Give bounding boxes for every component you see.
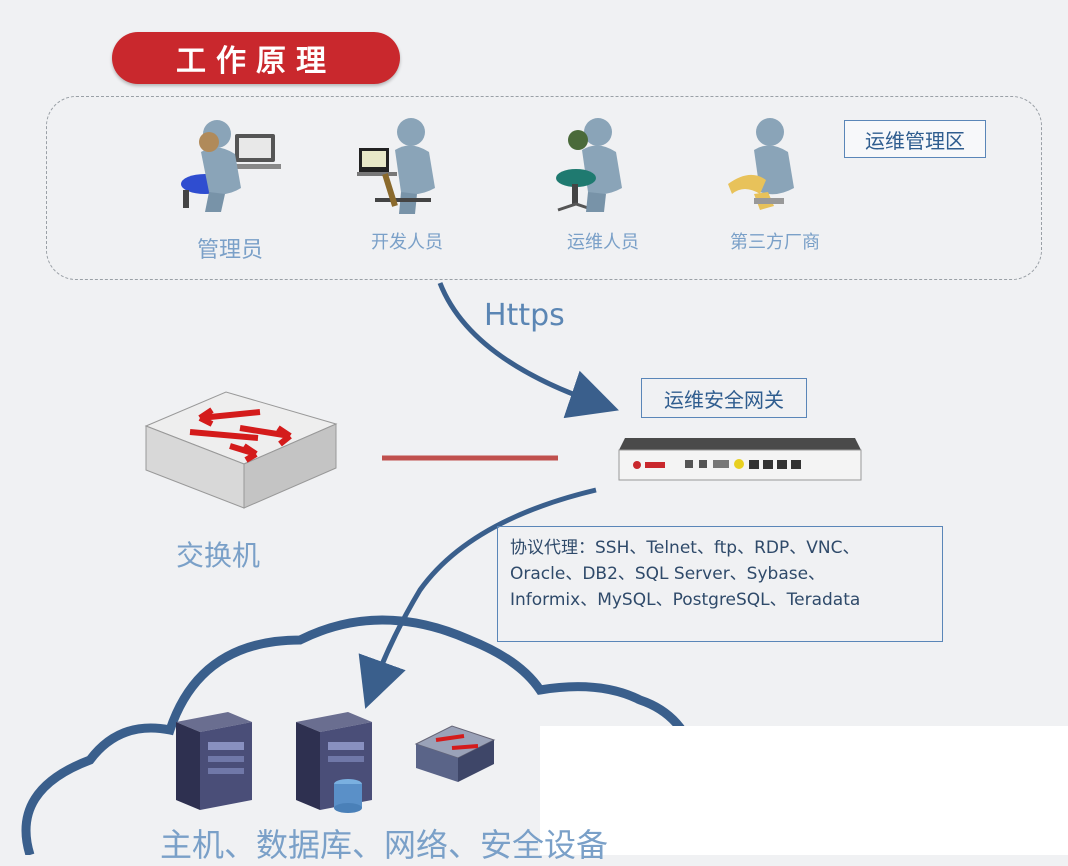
https-label: Https	[484, 298, 565, 333]
zone-label: 运维管理区	[844, 120, 986, 158]
role-label-ops: 运维人员	[567, 232, 639, 253]
developer-person-icon	[357, 118, 435, 214]
protocol-proxy-box: 协议代理：SSH、Telnet、ftp、RDP、VNC、 Oracle、DB2、…	[497, 526, 943, 642]
switch-label: 交换机	[176, 539, 261, 572]
role-label-admin: 管理员	[196, 238, 263, 263]
protocol-line-3: Informix、MySQL、PostgreSQL、Teradata	[510, 590, 861, 610]
protocol-line-1: 协议代理：SSH、Telnet、ftp、RDP、VNC、	[510, 538, 860, 558]
resources-label: 主机、数据库、网络、安全设备	[160, 826, 609, 864]
proxy-arrow	[358, 487, 597, 709]
gateway-label: 运维安全网关	[641, 378, 807, 418]
database-server-icon	[296, 712, 372, 813]
gateway-appliance-icon	[618, 438, 862, 481]
role-label-developer: 开发人员	[371, 232, 443, 253]
ops-person-icon	[556, 118, 622, 212]
network-switch-icon	[144, 391, 338, 509]
protocol-line-2: Oracle、DB2、SQL Server、Sybase、	[510, 564, 826, 584]
section-title: 工作原理	[112, 32, 400, 84]
network-device-icon	[414, 725, 496, 782]
server-icon	[176, 712, 252, 810]
https-arrow	[437, 282, 619, 419]
blank-overlay	[540, 726, 1068, 855]
vendor-person-icon	[728, 118, 794, 210]
admin-person-icon	[181, 120, 281, 212]
role-label-vendor: 第三方厂商	[730, 232, 820, 253]
ops-management-zone	[46, 96, 1042, 280]
